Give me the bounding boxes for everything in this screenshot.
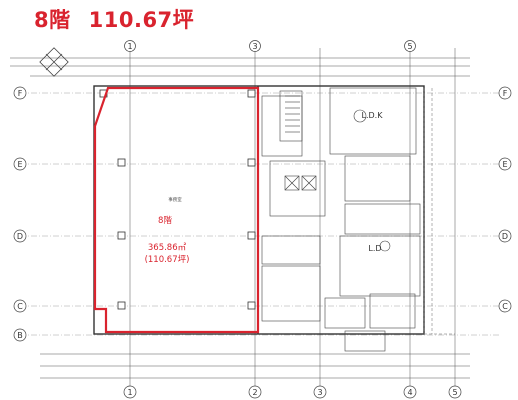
structural-columns [99, 89, 256, 310]
room-label-office: 事務室 [168, 196, 182, 203]
north-arrow-icon [39, 47, 69, 77]
grid-row-c-right: C [502, 302, 508, 311]
floor-label: 8階 [34, 8, 71, 32]
floor-plan-drawing: 1 3 5 F E D C B F E D C 1 2 3 4 5 [10, 40, 512, 399]
balcony-lines [423, 88, 455, 335]
grid-col-1: 1 [127, 388, 132, 397]
grid-col-5-top: 5 [407, 42, 412, 51]
room-label-ld: L.D [368, 244, 381, 253]
grid-col-1-top: 1 [127, 42, 132, 51]
floor-title: 8階 110.67坪 [34, 4, 194, 34]
row-bubbles-left: F E D C B [13, 86, 27, 342]
bottom-dimension-lines [40, 353, 470, 379]
rental-area-outline [93, 86, 260, 334]
top-dimension-lines [10, 48, 470, 386]
grid-row-d-right: D [502, 232, 508, 241]
floor-area-label: 110.67坪 [88, 8, 195, 32]
room-label-ldk: L.D.K [362, 111, 384, 120]
grid-row-b: B [17, 331, 23, 340]
column-bubbles-top: 1 3 5 [124, 40, 416, 52]
grid-row-f: F [18, 89, 23, 98]
grid-row-e: E [17, 160, 22, 169]
grid-col-4: 4 [407, 388, 412, 397]
area-tsubo-label: (110.67坪) [145, 255, 190, 265]
grid-row-d: D [17, 232, 23, 241]
grid-col-2: 2 [252, 388, 257, 397]
horizontal-grid-lines [20, 92, 500, 336]
grid-row-f-right: F [503, 89, 508, 98]
right-rooms [261, 87, 421, 352]
area-m2-label: 365.86㎡ [148, 243, 187, 253]
row-bubbles-right: F E D C [498, 86, 512, 313]
column-bubbles-bottom: 1 2 3 4 5 [123, 385, 462, 399]
grid-row-c: C [17, 302, 23, 311]
area-floor-label: 8階 [158, 215, 172, 226]
grid-col-3: 3 [317, 388, 322, 397]
grid-col-3-top: 3 [252, 42, 257, 51]
grid-row-e-right: E [502, 160, 507, 169]
grid-col-5: 5 [452, 388, 457, 397]
